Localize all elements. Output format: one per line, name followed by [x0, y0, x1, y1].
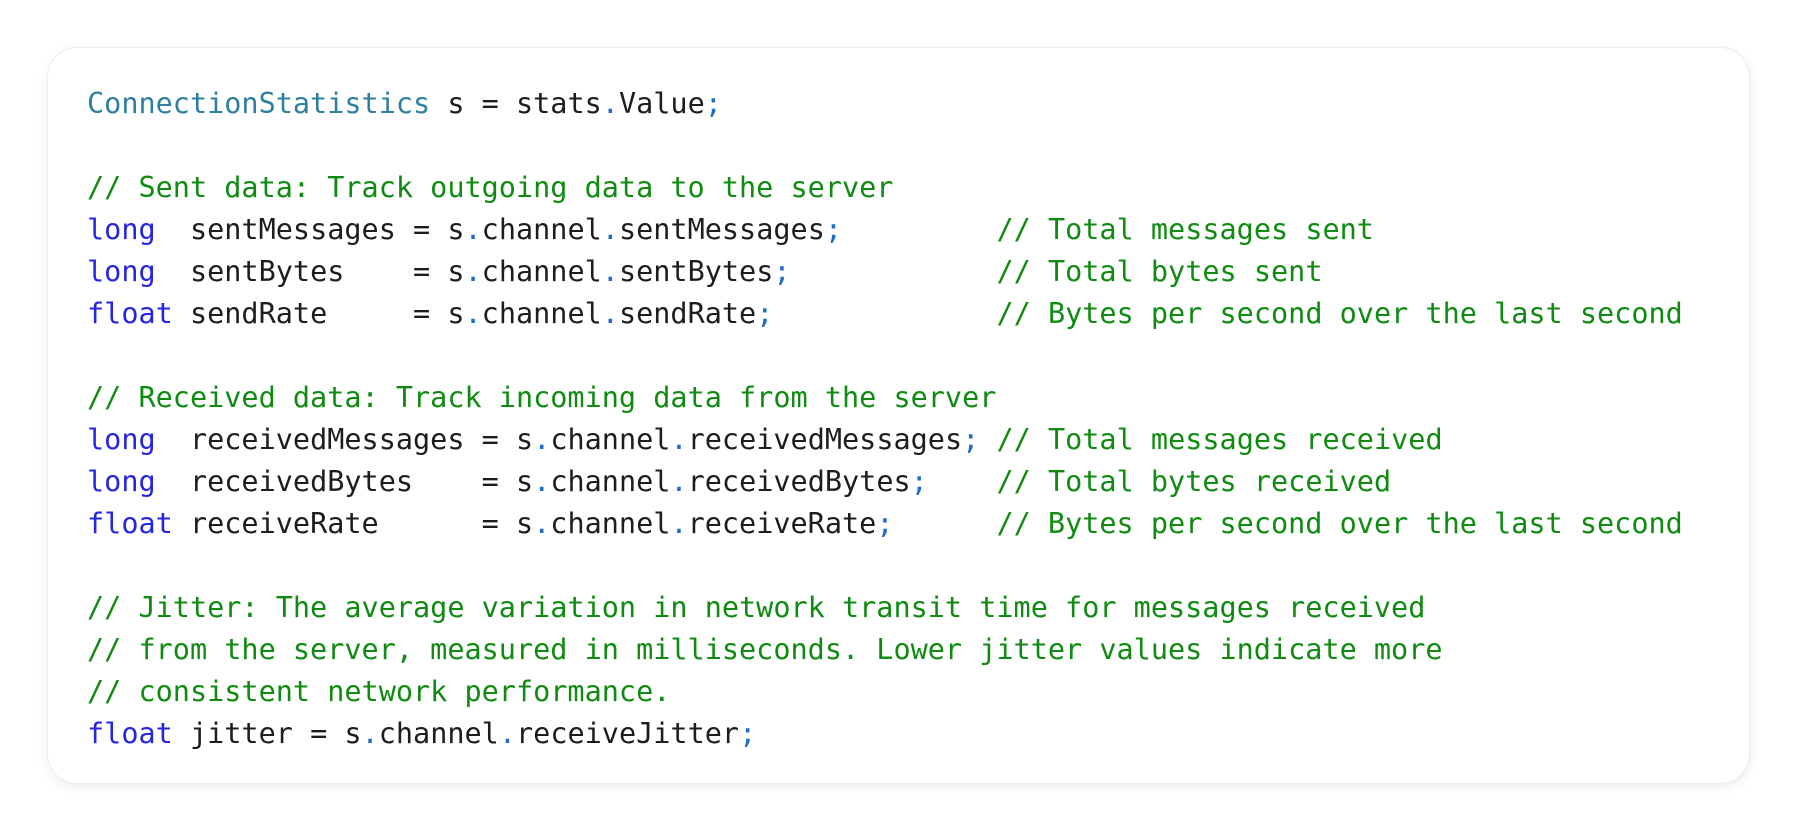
- code-token-comment: // Total messages received: [996, 423, 1443, 456]
- code-token-plain: [791, 255, 997, 288]
- code-token-comment: // Bytes per second over the last second: [996, 297, 1683, 330]
- code-token-punct: .: [601, 213, 619, 246]
- code-token-plain: [773, 297, 996, 330]
- code-line: // consistent network performance.: [87, 671, 1710, 713]
- code-token-comment: // Jitter: The average variation in netw…: [87, 591, 1426, 624]
- code-token-comment: // consistent network performance.: [87, 675, 671, 708]
- code-token-plain: sendRate = s: [172, 297, 465, 330]
- code-line: long receivedBytes = s.channel.receivedB…: [87, 461, 1710, 503]
- code-token-keyword: float: [87, 297, 173, 330]
- code-token-plain: [979, 423, 996, 456]
- code-token-comment: // Total bytes received: [996, 465, 1392, 498]
- code-token-punct: ;: [876, 507, 894, 540]
- code-token-plain: receivedMessages = s: [155, 423, 534, 456]
- code-token-plain: sentBytes: [618, 255, 774, 288]
- code-line: long sentBytes = s.channel.sentBytes; //…: [87, 251, 1710, 293]
- code-token-keyword: long: [87, 423, 156, 456]
- code-token-type: ConnectionStatistics: [87, 87, 431, 120]
- code-token-punct: .: [670, 507, 688, 540]
- code-token-punct: ;: [773, 255, 791, 288]
- code-token-keyword: float: [87, 717, 173, 750]
- code-line: [87, 125, 1710, 167]
- code-token-comment: // Received data: Track incoming data fr…: [87, 381, 997, 414]
- code-token-punct: ;: [739, 717, 757, 750]
- code-token-punct: .: [533, 507, 551, 540]
- code-token-plain: sentMessages: [618, 213, 825, 246]
- code-token-plain: channel: [481, 255, 602, 288]
- code-token-plain: [894, 507, 997, 540]
- code-token-punct: .: [670, 423, 688, 456]
- code-token-plain: jitter = s: [172, 717, 362, 750]
- code-token-keyword: long: [87, 255, 156, 288]
- code-token-plain: receiveRate: [687, 507, 877, 540]
- code-line: ConnectionStatistics s = stats.Value;: [87, 83, 1710, 125]
- code-token-punct: .: [498, 717, 516, 750]
- code-token-punct: ;: [910, 465, 928, 498]
- code-token-punct: .: [361, 717, 379, 750]
- code-line: float receiveRate = s.channel.receiveRat…: [87, 503, 1710, 545]
- code-token-punct: .: [670, 465, 688, 498]
- code-token-plain: channel: [550, 423, 671, 456]
- code-line: [87, 545, 1710, 587]
- code-token-punct: .: [464, 255, 482, 288]
- code-line: [87, 335, 1710, 377]
- code-token-punct: .: [464, 297, 482, 330]
- code-token-punct: .: [464, 213, 482, 246]
- code-token-plain: Value: [618, 87, 705, 120]
- code-token-plain: [842, 213, 996, 246]
- code-token-plain: sendRate: [618, 297, 757, 330]
- code-token-plain: receivedBytes = s: [155, 465, 534, 498]
- code-token-keyword: long: [87, 465, 156, 498]
- code-token-plain: channel: [378, 717, 499, 750]
- code-token-plain: [928, 465, 997, 498]
- code-token-punct: ;: [704, 87, 722, 120]
- code-line: float jitter = s.channel.receiveJitter;: [87, 713, 1710, 755]
- code-snippet-card: ConnectionStatistics s = stats.Value; //…: [47, 47, 1750, 784]
- code-token-punct: .: [601, 87, 619, 120]
- code-token-plain: receiveJitter: [516, 717, 740, 750]
- code-token-plain: channel: [481, 213, 602, 246]
- code-token-comment: // Bytes per second over the last second: [996, 507, 1683, 540]
- code-line: long sentMessages = s.channel.sentMessag…: [87, 209, 1710, 251]
- code-line: float sendRate = s.channel.sendRate; // …: [87, 293, 1710, 335]
- code-token-plain: channel: [550, 507, 671, 540]
- code-line: // Received data: Track incoming data fr…: [87, 377, 1710, 419]
- code-token-comment: // Sent data: Track outgoing data to the…: [87, 171, 894, 204]
- code-token-punct: ;: [824, 213, 843, 246]
- code-token-punct: ;: [962, 423, 980, 456]
- code-line: long receivedMessages = s.channel.receiv…: [87, 419, 1710, 461]
- code-token-comment: // from the server, measured in millisec…: [87, 633, 1443, 666]
- code-token-comment: // Total messages sent: [996, 213, 1374, 246]
- code-token-comment: // Total bytes sent: [996, 255, 1323, 288]
- code-block: ConnectionStatistics s = stats.Value; //…: [48, 48, 1749, 783]
- code-token-punct: .: [533, 423, 551, 456]
- code-token-keyword: long: [87, 213, 156, 246]
- code-token-plain: sentMessages = s: [155, 213, 465, 246]
- code-token-plain: receivedBytes: [687, 465, 911, 498]
- code-line: // from the server, measured in millisec…: [87, 629, 1710, 671]
- code-token-punct: .: [601, 255, 619, 288]
- code-token-plain: receiveRate = s: [172, 507, 534, 540]
- code-token-keyword: float: [87, 507, 173, 540]
- code-token-plain: s = stats: [430, 87, 602, 120]
- code-token-plain: channel: [481, 297, 602, 330]
- code-token-punct: ;: [756, 297, 774, 330]
- code-line: // Jitter: The average variation in netw…: [87, 587, 1710, 629]
- code-token-plain: receivedMessages: [687, 423, 963, 456]
- code-token-punct: .: [601, 297, 619, 330]
- code-token-plain: channel: [550, 465, 671, 498]
- code-token-punct: .: [533, 465, 551, 498]
- code-line: // Sent data: Track outgoing data to the…: [87, 167, 1710, 209]
- code-token-plain: sentBytes = s: [155, 255, 465, 288]
